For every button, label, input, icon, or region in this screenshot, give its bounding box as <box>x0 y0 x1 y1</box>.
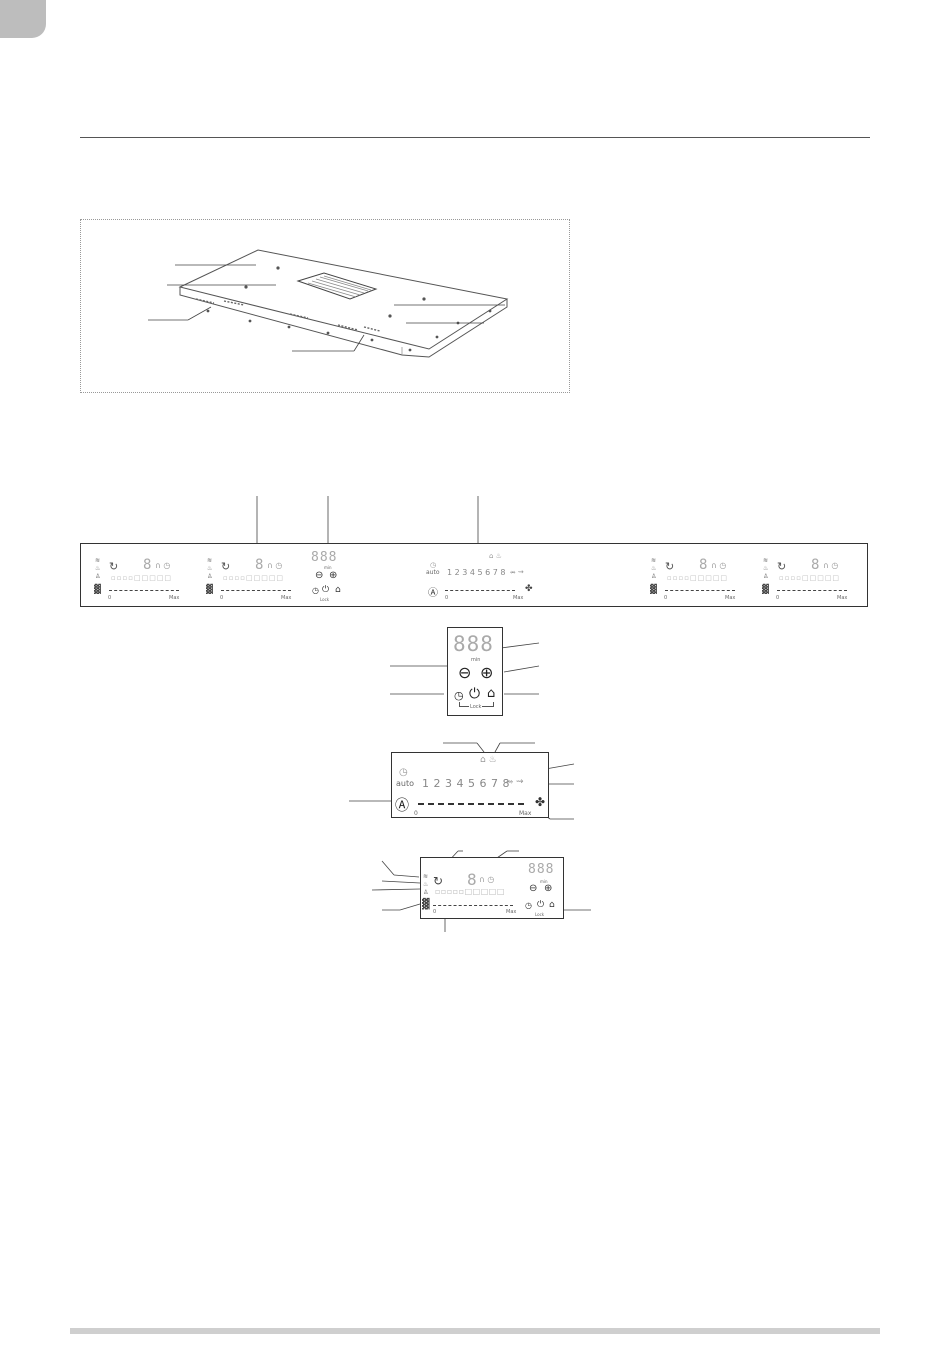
timer-detail-panel: 888 min ⊖ ⊕ ◷ ⏻ ⌂ Lock <box>447 627 503 716</box>
hob-illustration <box>148 249 509 358</box>
timer-detail-display: 888 <box>453 632 494 656</box>
zone-2-pause-icon[interactable]: ↻ <box>221 560 231 573</box>
zone-detail-level-boxes: ▫▫▫▫▫□□□□□ <box>435 887 505 896</box>
zone-2-controls: ≋♨♙ ↻ 8 ∩ ◷ ▫▫▫▫□□□□□ ▓ 0 Max <box>206 557 292 601</box>
zone-detail-panel: ≋♨♙ ↻ 8 ∩ ◷ ▫▫▫▫▫□□□□□ ▓ 0 Max 888 min ⊖… <box>420 857 564 919</box>
zone-4-display: 8 <box>811 557 820 573</box>
zone-1-level-boxes: ▫▫▫▫□□□□□ <box>111 574 173 582</box>
full-control-panel: ≋♨♙ ↻ 8 ∩ ◷ ▫▫▫▫□□□□□ ▓ 0 Max ≋♨♙ ↻ 8 ∩ … <box>80 543 868 607</box>
timer-detail-clock-button[interactable]: ◷ <box>454 689 464 702</box>
zone-1-slider[interactable] <box>109 590 179 591</box>
zone-detail-slider[interactable] <box>433 905 513 906</box>
timer-detail-lock-button[interactable]: ⌂ <box>487 686 496 701</box>
timer-minus-button[interactable]: ⊖ <box>315 570 324 581</box>
zone-2-flex-icon[interactable]: ▓ <box>206 585 213 595</box>
zone-detail-minus-button[interactable]: ⊖ <box>529 883 538 894</box>
zone-2-slider[interactable] <box>221 590 291 591</box>
hood-controls: ⌂ ♨ ◷ auto 1 2 3 4 5 6 7 8 ⥈ ⇝ Ⓐ ✤ 0 Max <box>426 552 533 601</box>
hood-detail-slider[interactable] <box>418 803 524 805</box>
zone-detail-timer-display: 888 <box>528 862 555 877</box>
power-button[interactable]: ⏻ <box>322 585 330 595</box>
timer-detail-power-button[interactable]: ⏻ <box>469 686 481 702</box>
child-lock-button[interactable]: ⌂ <box>335 585 341 595</box>
hood-filter-icons: ⌂ ♨ <box>489 552 502 560</box>
hob-vent-grille <box>296 272 378 300</box>
zone-3-controls: ≋♨♙ ↻ 8 ∩ ◷ ▫▫▫▫□□□□□ ▓ 0 Max <box>650 557 736 601</box>
zone-detail-flex-icon[interactable]: ▓ <box>422 899 430 910</box>
timer-detail-minus-button[interactable]: ⊖ <box>458 663 472 682</box>
footer-bar <box>70 1328 880 1334</box>
zone-1-timer-icon: ∩ ◷ <box>155 561 171 570</box>
hood-levels: 1 2 3 4 5 6 7 8 <box>447 568 506 577</box>
hood-fan-icon: ✤ <box>525 584 533 594</box>
zone-3-display: 8 <box>699 557 708 573</box>
timer-clock-button[interactable]: ◷ <box>312 586 319 595</box>
zone-1-pause-icon[interactable]: ↻ <box>109 560 119 573</box>
zone-1-display: 8 <box>143 557 152 573</box>
hob-edge <box>179 287 508 358</box>
hood-slider[interactable] <box>445 590 515 591</box>
hood-detail-filter-icons: ⌂ ♨ <box>480 755 497 765</box>
hood-detail-fan-icon: ✤ <box>535 795 546 809</box>
zone-detail-power-button[interactable]: ⏻ <box>537 900 545 910</box>
zone-mark-front-left <box>244 285 248 289</box>
hob-illustration-frame <box>80 219 570 393</box>
zone-mark-rear-right <box>422 297 426 301</box>
hood-detail-levels: 1 2 3 4 5 6 7 8 <box>422 777 510 790</box>
header-rule <box>80 137 870 138</box>
zone-1-controls: ≋♨♙ ↻ 8 ∩ ◷ ▫▫▫▫□□□□□ ▓ 0 Max <box>94 557 180 601</box>
hood-detail-auto-button[interactable]: Ⓐ <box>395 798 409 814</box>
panel-leaders <box>256 496 479 544</box>
hood-auto-button[interactable]: Ⓐ <box>428 588 438 599</box>
hood-detail-boost-icons: ⥈ ⇝ <box>506 777 524 787</box>
zone-4-slider[interactable] <box>777 590 847 591</box>
zone-detail-plus-button[interactable]: ⊕ <box>544 883 553 894</box>
timer-plus-button[interactable]: ⊕ <box>329 570 338 581</box>
hob-control-strip <box>195 298 381 332</box>
zone-mark-front-right <box>388 314 392 318</box>
timer-controls: 888 min ⊖ ⊕ ◷ ⏻ ⌂ Lock <box>311 550 341 602</box>
zone-4-pause-icon[interactable]: ↻ <box>777 560 787 573</box>
zone-detail-pause-icon[interactable]: ↻ <box>433 874 444 888</box>
zone-3-pause-icon[interactable]: ↻ <box>665 560 675 573</box>
hood-detail-timer-icon: ◷ <box>399 767 408 778</box>
zone-detail-display: 8 <box>467 870 477 889</box>
zone-1-flex-icon[interactable]: ▓ <box>94 585 101 595</box>
zone-detail-clock-button[interactable]: ◷ <box>525 901 532 910</box>
page-tab-marker <box>0 0 46 38</box>
zone-mark-rear-left <box>276 266 280 270</box>
zone-2-display: 8 <box>255 557 264 573</box>
hood-timer-icon: ◷ <box>430 561 437 569</box>
hood-detail-panel: ⌂ ♨ ◷ auto 1 2 3 4 5 6 7 8 ⥈ ⇝ Ⓐ ✤ 0 Max <box>391 752 549 818</box>
zone-3-slider[interactable] <box>665 590 735 591</box>
timer-display: 888 <box>311 550 338 565</box>
timer-detail-leaders <box>390 642 540 695</box>
zone-4-flex-icon[interactable]: ▓ <box>762 585 769 595</box>
zone-3-flex-icon[interactable]: ▓ <box>650 585 657 595</box>
timer-detail-plus-button[interactable]: ⊕ <box>480 663 494 682</box>
zone-detail-lock-button[interactable]: ⌂ <box>549 900 555 910</box>
zone-4-controls: ≋♨♙ ↻ 8 ∩ ◷ ▫▫▫▫□□□□□ ▓ 0 Max <box>762 557 848 601</box>
